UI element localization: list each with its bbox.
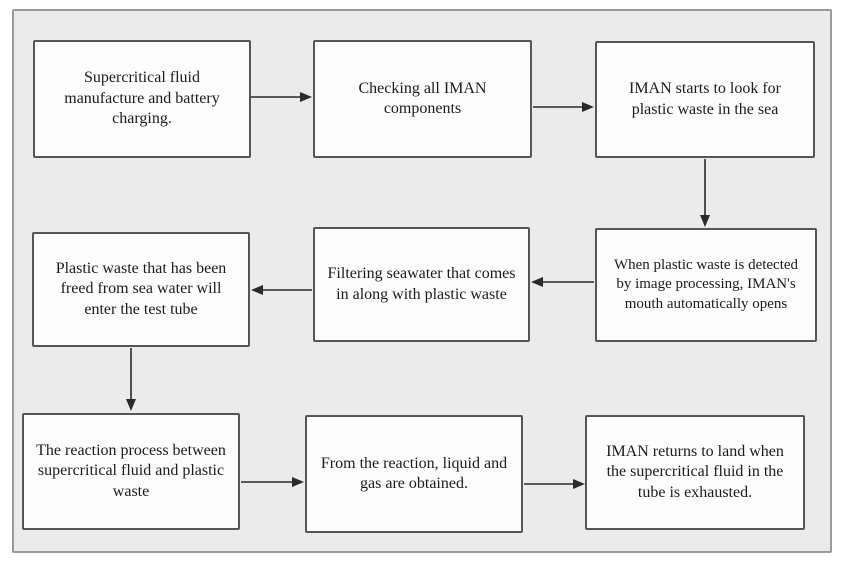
flow-box-label: Checking all IMAN components <box>358 79 487 117</box>
flow-box-liquid-gas-obtained: From the reaction, liquid and gas are ob… <box>305 415 523 533</box>
flow-box-label: When plastic waste is detected by image … <box>613 257 799 312</box>
flow-box-supercritical-fluid-manufacture: Supercritical fluid manufacture and batt… <box>33 40 251 158</box>
flow-box-waste-enters-test-tube: Plastic waste that has been freed from s… <box>32 232 250 347</box>
flow-box-label: Filtering seawater that comes in along w… <box>327 265 516 303</box>
flow-box-checking-components: Checking all IMAN components <box>313 40 532 158</box>
flow-box-look-for-plastic-waste: IMAN starts to look for plastic waste in… <box>595 41 815 158</box>
flow-box-returns-to-land: IMAN returns to land when the supercriti… <box>585 415 805 530</box>
flow-box-filtering-seawater: Filtering seawater that comes in along w… <box>313 227 530 342</box>
flow-box-label: IMAN returns to land when the supercriti… <box>606 442 784 501</box>
flow-box-reaction-process: The reaction process between supercritic… <box>22 413 240 530</box>
flow-box-label: Plastic waste that has been freed from s… <box>55 259 227 318</box>
flow-box-label: IMAN starts to look for plastic waste in… <box>629 80 781 118</box>
flow-box-mouth-opens: When plastic waste is detected by image … <box>595 228 817 342</box>
flow-box-label: From the reaction, liquid and gas are ob… <box>320 454 508 492</box>
flow-box-label: Supercritical fluid manufacture and batt… <box>64 69 220 128</box>
flow-box-label: The reaction process between supercritic… <box>36 441 226 500</box>
